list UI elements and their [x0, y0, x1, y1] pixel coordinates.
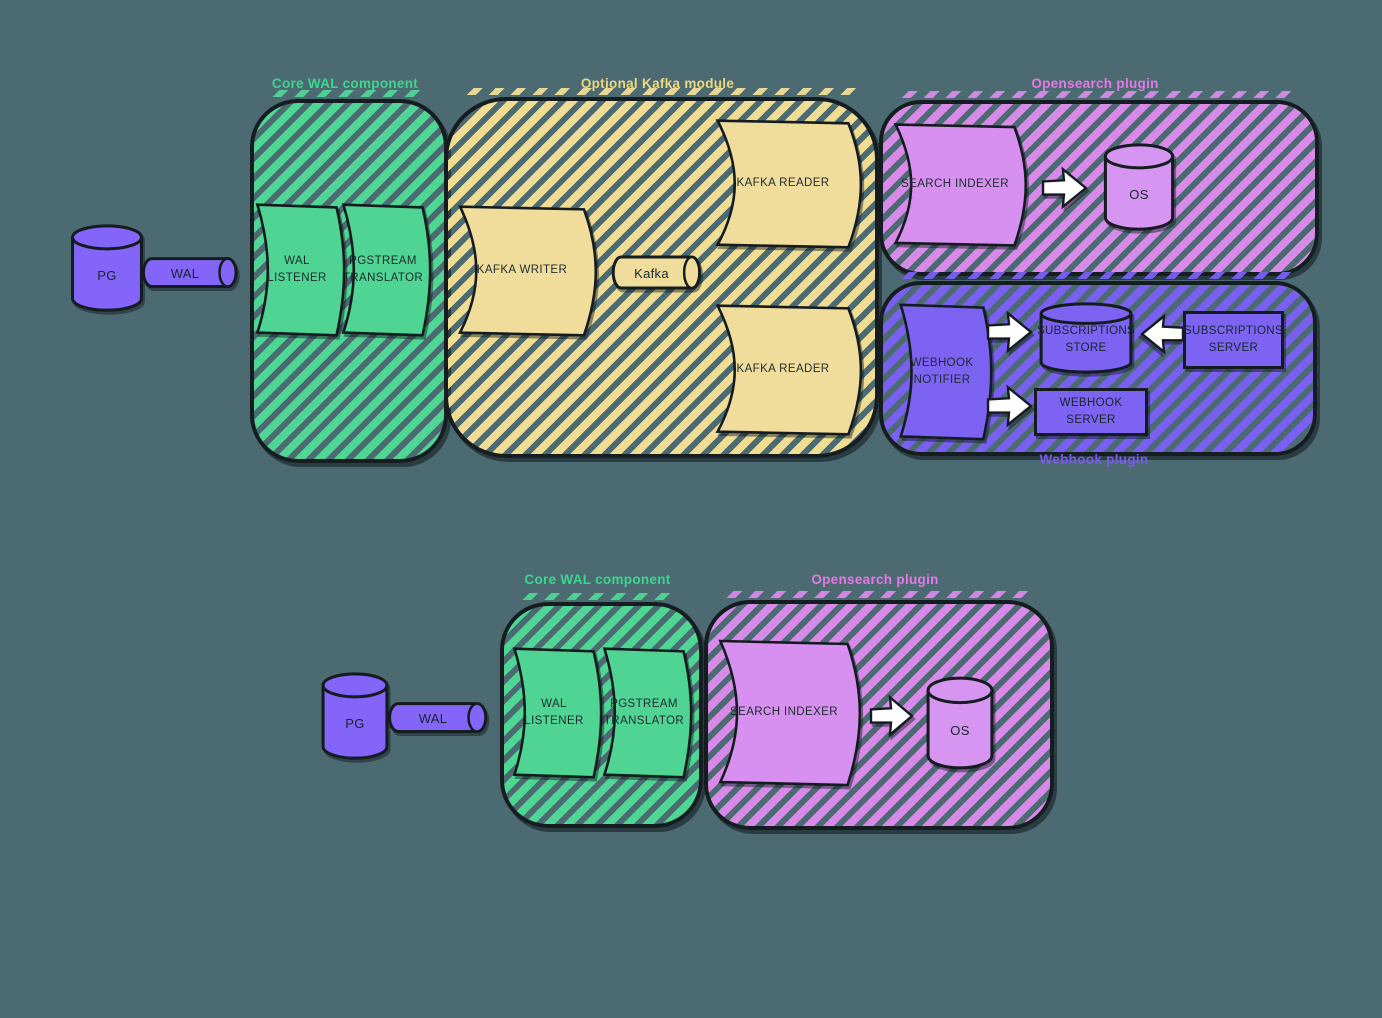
- kafka-reader-label: KAFKA READER: [736, 363, 830, 376]
- pg-label: PG: [97, 267, 117, 283]
- opensearch-plugin-title: Opensearch plugin: [1031, 76, 1159, 91]
- opensearch-plugin-title-bottom: Opensearch plugin: [811, 572, 939, 587]
- os-label: OS: [950, 722, 970, 738]
- cylinder-icon: [1035, 300, 1137, 376]
- pg-label: PG: [345, 715, 365, 731]
- wal-listener-label: WAL LISTENER: [524, 697, 584, 727]
- subscriptions-store-label: SUBSCRIPTIONS STORE: [1037, 324, 1135, 354]
- arrow-right-icon: [870, 694, 914, 738]
- flag-card-icon: [508, 646, 600, 780]
- wal-listener-card: WAL LISTENER: [251, 202, 343, 338]
- search-indexer-card-bottom: SEARCH INDEXER: [710, 638, 858, 788]
- kafka-pipe: Kafka: [610, 253, 707, 293]
- kafka-reader-label: KAFKA READER: [736, 177, 830, 190]
- kafka-reader-bottom-card: KAFKA READER: [707, 303, 859, 437]
- wal-pipe: WAL: [140, 255, 244, 291]
- flag-card-icon: [251, 202, 343, 338]
- core-wal-component-title-bottom: Core WAL component: [524, 572, 671, 587]
- os-label: OS: [1129, 186, 1149, 202]
- pg-database-cylinder-bottom: PG: [317, 670, 393, 762]
- core-wal-component-title: Core WAL component: [271, 76, 419, 91]
- wal-label: WAL: [418, 710, 448, 726]
- flag-card-icon: [886, 122, 1024, 248]
- os-database-cylinder: OS: [1099, 141, 1179, 233]
- optional-kafka-module-title: Optional Kafka module: [580, 76, 735, 91]
- kafka-writer-card: KAFKA WRITER: [450, 204, 594, 338]
- arrow-right-icon: [987, 310, 1033, 354]
- arrow-right-icon: [1042, 166, 1088, 210]
- wal-pipe-bottom: WAL: [386, 700, 494, 736]
- webhook-server-node: WEBHOOK SERVER: [1034, 388, 1148, 436]
- flag-card-icon: [710, 638, 858, 788]
- cylinder-icon: [1099, 141, 1179, 233]
- kafka-reader-top-card: KAFKA READER: [707, 118, 859, 250]
- subscriptions-server-label: SUBSCRIPTIONS SERVER: [1183, 324, 1284, 354]
- flag-card-icon: [450, 204, 594, 338]
- wal-listener-label: WAL LISTENER: [267, 254, 327, 284]
- pgstream-translator-label: PGSTREAM TRANSLATOR: [342, 254, 424, 284]
- pgstream-translator-label: PGSTREAM TRANSLATOR: [603, 697, 685, 727]
- webhook-notifier-card: WEBHOOK NOTIFIER: [894, 302, 990, 442]
- cylinder-icon: [317, 670, 393, 762]
- webhook-server-label: WEBHOOK SERVER: [1059, 396, 1123, 426]
- flag-card-icon: [707, 303, 859, 437]
- search-indexer-card: SEARCH INDEXER: [886, 122, 1024, 248]
- pipe-icon: [140, 255, 244, 291]
- subscriptions-server-node: SUBSCRIPTIONS SERVER: [1183, 311, 1284, 369]
- cylinder-icon: [66, 222, 148, 314]
- search-indexer-label: SEARCH INDEXER: [730, 706, 838, 719]
- pipe-icon: [386, 700, 494, 736]
- wal-label: WAL: [170, 265, 200, 281]
- cylinder-icon: [922, 674, 998, 772]
- arrow-right-icon: [987, 384, 1033, 428]
- pgstream-translator-card-bottom: PGSTREAM TRANSLATOR: [598, 646, 690, 780]
- wal-listener-card-bottom: WAL LISTENER: [508, 646, 600, 780]
- arrow-left-icon: [1140, 313, 1184, 355]
- kafka-writer-label: KAFKA WRITER: [476, 264, 568, 277]
- os-database-cylinder-bottom: OS: [922, 674, 998, 772]
- pg-database-cylinder: PG: [66, 222, 148, 314]
- flag-card-icon: [707, 118, 859, 250]
- flag-card-icon: [598, 646, 690, 780]
- subscriptions-store-cylinder: SUBSCRIPTIONS STORE: [1035, 300, 1137, 376]
- webhook-notifier-label: WEBHOOK NOTIFIER: [910, 356, 974, 386]
- search-indexer-label: SEARCH INDEXER: [901, 178, 1009, 191]
- webhook-plugin-title: Webhook plugin: [1039, 452, 1149, 467]
- flag-card-icon: [337, 202, 429, 338]
- pipe-icon: [610, 253, 707, 293]
- pgstream-translator-card: PGSTREAM TRANSLATOR: [337, 202, 429, 338]
- kafka-label: Kafka: [634, 265, 669, 281]
